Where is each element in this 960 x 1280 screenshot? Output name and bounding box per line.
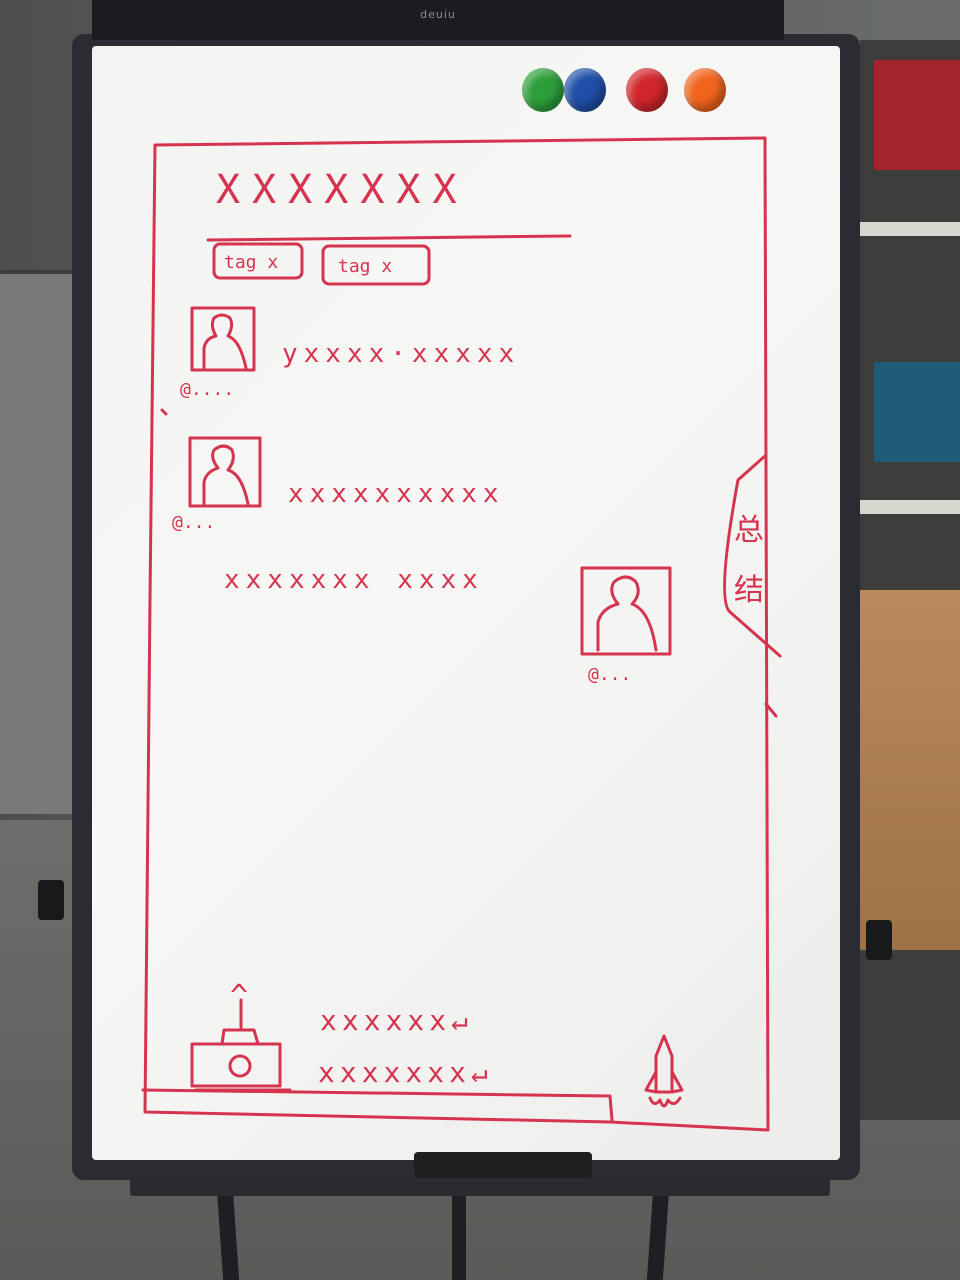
message-item-own: @... xxxxxxx xxxx: [224, 565, 672, 685]
whiteboard-top-bar: deuiu: [92, 0, 784, 40]
tag-chip[interactable]: tag x: [212, 242, 304, 280]
camera-top-icon: [220, 1028, 260, 1046]
composer-line[interactable]: xxxxxxx↵: [318, 1056, 493, 1089]
stray-mark: [160, 408, 168, 416]
red-magnet: [626, 68, 668, 112]
camera-lens-icon: [228, 1054, 252, 1078]
rocket-fins: [644, 1070, 684, 1094]
phone-outline: [143, 136, 770, 1132]
tag-chip[interactable]: tag x: [321, 244, 431, 286]
camera-icon: [190, 1042, 282, 1088]
avatar-silhouette-icon: [202, 313, 248, 370]
avatar-silhouette-icon: [202, 444, 250, 506]
side-knob: [38, 880, 64, 920]
blue-books: [874, 362, 960, 462]
avatar-silhouette-icon: [596, 575, 658, 652]
side-knob: [866, 920, 892, 960]
brand-label: deuiu: [420, 8, 456, 21]
orange-magnet: [684, 68, 726, 112]
eraser: [414, 1152, 592, 1178]
rocket-flame: [648, 1096, 682, 1108]
message-item: @... xxxxxxxxxx: [172, 436, 505, 533]
composer-divider: [141, 1088, 614, 1122]
avatar: [188, 436, 262, 508]
office-partition: [0, 270, 84, 814]
page-title: XXXXXXX: [216, 167, 469, 213]
rocket-icon[interactable]: [644, 1034, 684, 1108]
side-tab-char: 结: [734, 573, 764, 608]
user-handle: @...: [172, 512, 215, 533]
side-tab-outline: [723, 454, 782, 658]
user-handle: @....: [180, 379, 234, 400]
camera-upload-button[interactable]: ^: [190, 979, 292, 1092]
shelf-board: [860, 500, 960, 514]
tag-chip-label: tag x: [338, 256, 392, 277]
upload-arrow-icon: ^: [230, 979, 248, 1014]
easel-leg: [452, 1190, 466, 1280]
message-text: xxxxxxx xxxx: [224, 565, 484, 595]
message-item: @.... yxxxx·xxxxx: [180, 306, 520, 400]
marker-tray: [130, 1176, 830, 1196]
summary-side-tab[interactable]: 总 结: [723, 454, 782, 658]
whiteboard-surface: [92, 46, 840, 1160]
wooden-cabinet: [850, 590, 960, 950]
avatar: [580, 566, 672, 656]
tag-chip-border: [212, 242, 304, 280]
message-text: xxxxxxxxxx: [288, 479, 505, 509]
green-magnet: [522, 68, 564, 112]
side-tab-char: 总: [734, 513, 764, 548]
stray-mark: [764, 702, 778, 718]
tag-chip-label: tag x: [224, 252, 278, 273]
tag-chip-border: [321, 244, 431, 286]
blue-magnet: [564, 68, 606, 112]
red-books: [874, 60, 960, 170]
avatar: [190, 306, 256, 372]
rocket-body: [654, 1034, 674, 1094]
composer-line[interactable]: xxxxxx↵: [320, 1004, 473, 1037]
shelf-board: [860, 222, 960, 236]
header-divider: [206, 234, 572, 242]
user-handle: @...: [588, 664, 631, 685]
message-text: yxxxx·xxxxx: [282, 339, 520, 369]
